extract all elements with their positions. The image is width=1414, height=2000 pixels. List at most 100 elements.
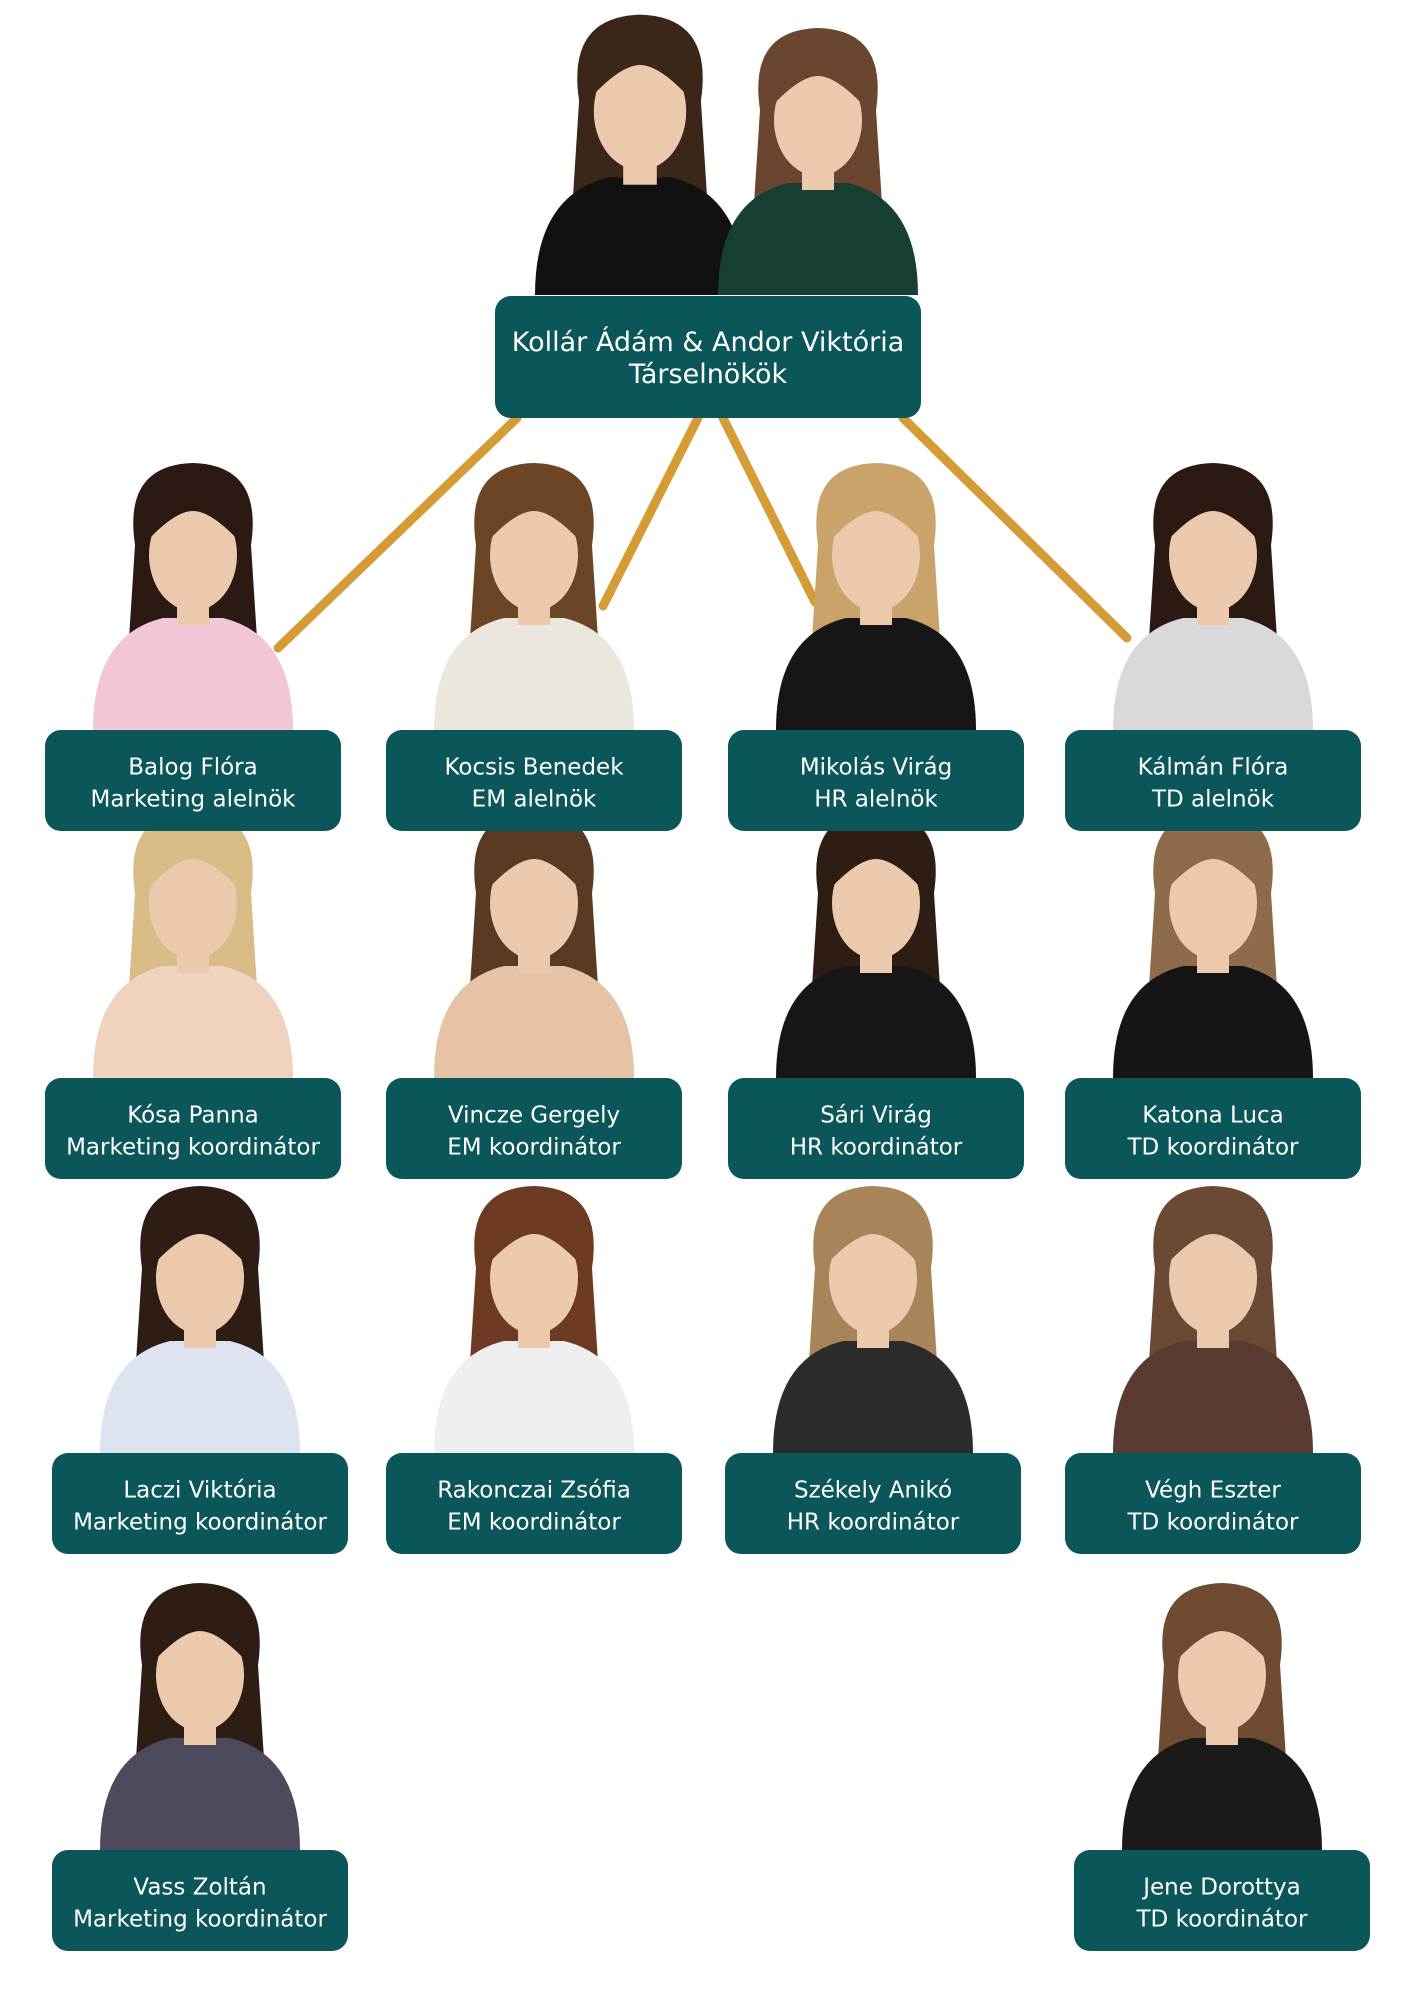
- person-name: Sári Virág: [820, 1103, 932, 1129]
- person-photo-p8: [100, 1186, 300, 1453]
- connector-line-3: [718, 413, 820, 607]
- person-photo-p2: [776, 463, 976, 730]
- shirt: [773, 1341, 973, 1453]
- shirt: [535, 177, 745, 295]
- face: [1178, 1619, 1266, 1731]
- face: [490, 1222, 578, 1334]
- name-cards: Kollár Ádám & Andor ViktóriaTárselnökökB…: [45, 296, 1370, 1951]
- person-card-11: Végh Eszter TD koordinátor: [1065, 1453, 1361, 1554]
- fringe: [154, 1215, 246, 1264]
- card-box: [386, 1453, 682, 1554]
- fringe: [154, 1612, 246, 1661]
- shirt: [718, 183, 918, 295]
- person-role: TD koordinátor: [1127, 1510, 1300, 1536]
- shirt: [776, 966, 976, 1078]
- face: [490, 499, 578, 611]
- card-box: [1074, 1850, 1370, 1951]
- person-photo-p13: [1122, 1583, 1322, 1850]
- connector-line-2: [598, 413, 703, 611]
- face: [149, 847, 237, 959]
- person-role: Marketing koordinátor: [73, 1510, 327, 1536]
- shirt: [1122, 1738, 1322, 1850]
- person-role: TD alelnök: [1151, 787, 1275, 813]
- person-name: Vass Zoltán: [133, 1875, 266, 1901]
- shirt: [93, 966, 293, 1078]
- person-name: Székely Anikó: [794, 1478, 952, 1504]
- card-box: [1065, 1453, 1361, 1554]
- face: [490, 847, 578, 959]
- fringe: [591, 45, 689, 97]
- person-photo-p6: [776, 811, 976, 1078]
- person-card-13: Jene Dorottya TD koordinátor: [1074, 1850, 1370, 1951]
- connector-line-1: [273, 413, 522, 653]
- person-card-2: Mikolás Virág HR alelnök: [728, 730, 1024, 831]
- person-card-9: Rakonczai Zsófia EM koordinátor: [386, 1453, 682, 1554]
- card-box: [52, 1453, 348, 1554]
- shirt: [100, 1341, 300, 1453]
- fringe: [488, 492, 580, 541]
- face: [774, 64, 862, 176]
- person-photo-p1: [434, 463, 634, 730]
- shirt: [434, 966, 634, 1078]
- fringe: [1167, 840, 1259, 889]
- person-name: Katona Luca: [1142, 1103, 1284, 1129]
- face: [149, 499, 237, 611]
- person-name: Kósa Panna: [127, 1103, 259, 1129]
- card-box: [45, 730, 341, 831]
- person-name: Balog Flóra: [128, 755, 258, 781]
- fringe: [488, 1215, 580, 1264]
- person-photo-p3: [1113, 463, 1313, 730]
- shirt: [93, 618, 293, 730]
- person-name: Vincze Gergely: [448, 1103, 620, 1129]
- person-name: Kocsis Benedek: [444, 755, 624, 781]
- person-role: EM koordinátor: [447, 1510, 621, 1536]
- card-box: [386, 1078, 682, 1179]
- connector-line-4: [898, 413, 1132, 643]
- card-box: [728, 1078, 1024, 1179]
- person-role: Marketing koordinátor: [73, 1907, 327, 1933]
- person-card-3: Kálmán Flóra TD alelnök: [1065, 730, 1361, 831]
- person-role: EM koordinátor: [447, 1135, 621, 1161]
- card-box: [728, 730, 1024, 831]
- face: [832, 499, 920, 611]
- person-card-5: Vincze Gergely EM koordinátor: [386, 1078, 682, 1179]
- card-box: [495, 296, 921, 418]
- person-name: Jene Dorottya: [1141, 1875, 1301, 1901]
- person-role: Társelnökök: [628, 359, 788, 390]
- shirt: [1113, 618, 1313, 730]
- shirt: [1113, 1341, 1313, 1453]
- face: [156, 1222, 244, 1334]
- person-role: EM alelnök: [472, 787, 597, 813]
- person-name: Mikolás Virág: [800, 755, 952, 781]
- shirt: [434, 618, 634, 730]
- person-role: HR koordinátor: [787, 1510, 960, 1536]
- person-photo-p12: [100, 1583, 300, 1850]
- fringe: [1176, 1612, 1268, 1661]
- person-name: Kollár Ádám & Andor Viktória: [512, 326, 905, 358]
- person-photo-p7: [1113, 811, 1313, 1078]
- fringe: [830, 492, 922, 541]
- connector-lines: [273, 413, 1132, 653]
- person-role: HR alelnök: [814, 787, 938, 813]
- person-role: TD koordinátor: [1136, 1907, 1309, 1933]
- person-photo-p4: [93, 811, 293, 1078]
- shirt: [434, 1341, 634, 1453]
- face: [829, 1222, 917, 1334]
- card-box: [386, 730, 682, 831]
- person-name: Kálmán Flóra: [1138, 755, 1289, 781]
- fringe: [827, 1215, 919, 1264]
- person-card-1: Kocsis Benedek EM alelnök: [386, 730, 682, 831]
- person-name: Végh Eszter: [1145, 1478, 1281, 1504]
- face: [593, 52, 687, 171]
- card-box: [52, 1850, 348, 1951]
- shirt: [776, 618, 976, 730]
- person-name: Rakonczai Zsófia: [437, 1478, 631, 1504]
- card-box: [45, 1078, 341, 1179]
- fringe: [147, 840, 239, 889]
